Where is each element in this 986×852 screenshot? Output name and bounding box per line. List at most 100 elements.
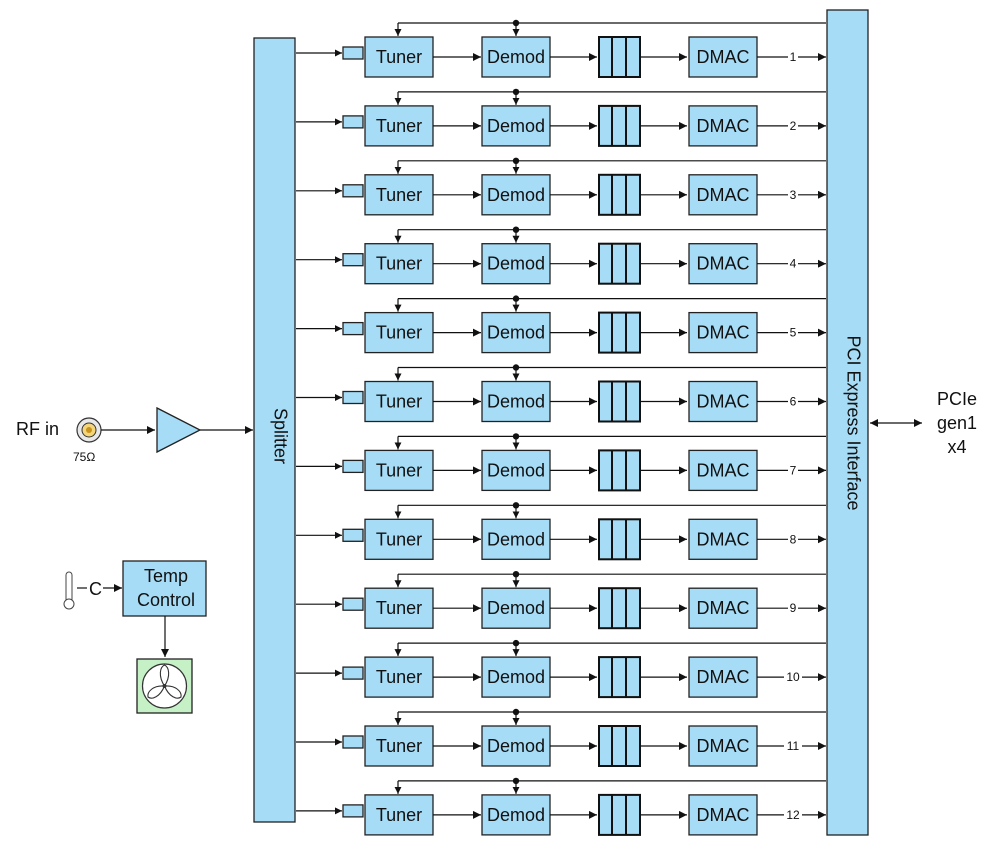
tuner-input-port [342,390,364,405]
tuner-label: Tuner [376,392,422,412]
demod-label: Demod [487,47,545,67]
junction-dot [512,639,520,647]
junction-dot [512,19,520,27]
dmac-label: DMAC [697,598,750,618]
tuner-label: Tuner [376,323,422,343]
channel-number-bg [784,807,802,820]
tuner-label: Tuner [376,529,422,549]
junction-dot [512,502,520,509]
junction-dot [512,571,520,578]
junction-dot [512,777,520,785]
fifo-buffer [598,725,641,767]
demod-label: Demod [487,185,545,205]
fan-icon [136,658,193,714]
tuner-input-port [342,46,364,60]
channel-row: Tuner Demod DMAC 3 [296,157,826,216]
demod-block [481,243,551,285]
tuner-label: Tuner [376,736,422,756]
fifo-buffer [598,518,641,561]
fifo-buffer [598,449,641,492]
tuner-input-port [342,184,364,198]
dmac-block [688,174,758,216]
junction-dot [512,364,520,371]
dmac-block [688,587,758,629]
pcie-interface-block [826,9,869,836]
channel-number-bg [788,118,798,131]
tuner-block [364,243,434,285]
dmac-block [688,243,758,285]
amplifier-triangle-icon [156,406,202,454]
channel-number-bg [788,256,798,269]
fifo-buffer [598,311,641,354]
channel-number: 6 [790,395,797,409]
dmac-label: DMAC [697,47,750,67]
tuner-block [364,380,434,423]
demod-label: Demod [487,116,545,136]
temp-sensor-label: C [89,579,102,599]
junction-dot [512,708,520,716]
channel-number-bg [788,394,798,407]
tuner-label: Tuner [376,805,422,825]
tuner-input-port [342,528,364,542]
channel-number: 5 [790,326,797,340]
splitter-label: Splitter [271,408,291,464]
dmac-label: DMAC [697,185,750,205]
splitter-block [253,37,296,823]
demod-block [481,794,551,836]
fifo-buffer [598,104,641,147]
tuner-input-port [342,597,364,611]
channel-number-bg [788,463,798,476]
pcie-port-line-2: gen1 [937,413,977,433]
tuner-label: Tuner [376,116,422,136]
coax-connector-icon [76,417,102,443]
tuner-label: Tuner [376,185,422,205]
dmac-block [688,105,758,147]
channel-row: Tuner Demod DMAC 12 [296,777,826,836]
demod-block [481,380,551,423]
impedance-label: 75Ω [73,450,95,464]
tuner-input-port [342,804,364,818]
channel-number: 12 [786,808,800,822]
tuner-input-port [342,115,364,129]
dmac-label: DMAC [697,736,750,756]
fifo-buffer [598,587,641,630]
dmac-block [688,518,758,560]
tuner-input-port [342,666,364,680]
dmac-label: DMAC [697,529,750,549]
demod-label: Demod [487,254,545,274]
channel-number: 3 [790,188,797,202]
demod-label: Demod [487,323,545,343]
demod-block [481,587,551,629]
demod-block [481,36,551,78]
tuner-block [364,311,434,354]
channel-number-bg [784,739,802,751]
junction-dot [512,226,520,233]
dmac-label: DMAC [697,805,750,825]
dmac-label: DMAC [697,460,750,480]
channel-number: 4 [790,257,797,271]
channel-number: 1 [790,50,797,64]
tuner-label: Tuner [376,254,422,274]
temp-control-block [122,560,207,617]
tuner-label: Tuner [376,598,422,618]
tuner-input-port [342,253,364,267]
demod-label: Demod [487,805,545,825]
tuner-input-port [342,735,364,749]
channel-number-bg [788,187,798,200]
junction-dot [512,88,520,96]
junction-dot [512,433,520,440]
channel-number: 10 [786,670,800,684]
fifo-buffer [598,793,641,836]
tuner-block [364,518,434,560]
pcie-port-line-3: x4 [947,437,966,457]
fifo-buffer [598,380,641,423]
channel-number: 11 [787,739,800,753]
dmac-block [688,311,758,354]
